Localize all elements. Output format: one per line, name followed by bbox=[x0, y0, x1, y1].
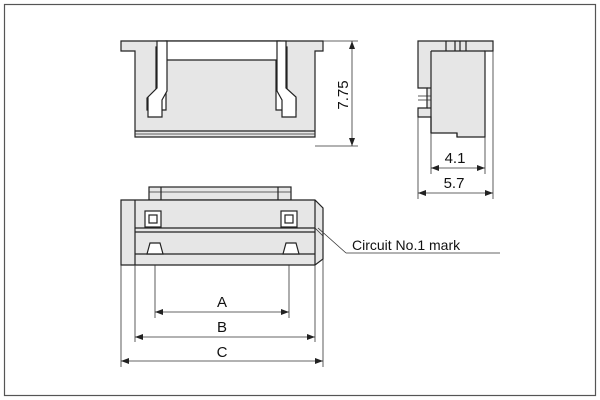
side-view bbox=[417, 40, 494, 138]
dimension-depth-outer-value: 5.7 bbox=[444, 175, 465, 192]
front-view-latch-left bbox=[147, 40, 168, 118]
latch-tab-right bbox=[282, 242, 300, 255]
front-view bbox=[120, 40, 324, 138]
top-view bbox=[120, 186, 324, 266]
dimension-c-label: C bbox=[217, 344, 228, 361]
dimension-height-value: 7.75 bbox=[335, 80, 352, 109]
circuit-mark-callout: Circuit No.1 mark bbox=[317, 227, 500, 254]
dimension-b: B bbox=[134, 265, 316, 342]
dimension-depth-inner-value: 4.1 bbox=[445, 150, 466, 167]
circuit-mark-label: Circuit No.1 mark bbox=[352, 237, 461, 253]
front-view-latch-right bbox=[276, 40, 297, 118]
dimension-c: C bbox=[120, 259, 324, 367]
front-view-body bbox=[120, 40, 324, 138]
dimension-a-label: A bbox=[217, 294, 227, 311]
dimension-b-label: B bbox=[217, 319, 227, 336]
dimension-depth-outer: 5.7 bbox=[417, 51, 494, 199]
latch-tab-left bbox=[146, 242, 164, 255]
dimension-a: A bbox=[154, 265, 290, 318]
dimension-depth-inner: 4.1 bbox=[430, 133, 486, 174]
dimension-height: 7.75 bbox=[315, 40, 358, 147]
